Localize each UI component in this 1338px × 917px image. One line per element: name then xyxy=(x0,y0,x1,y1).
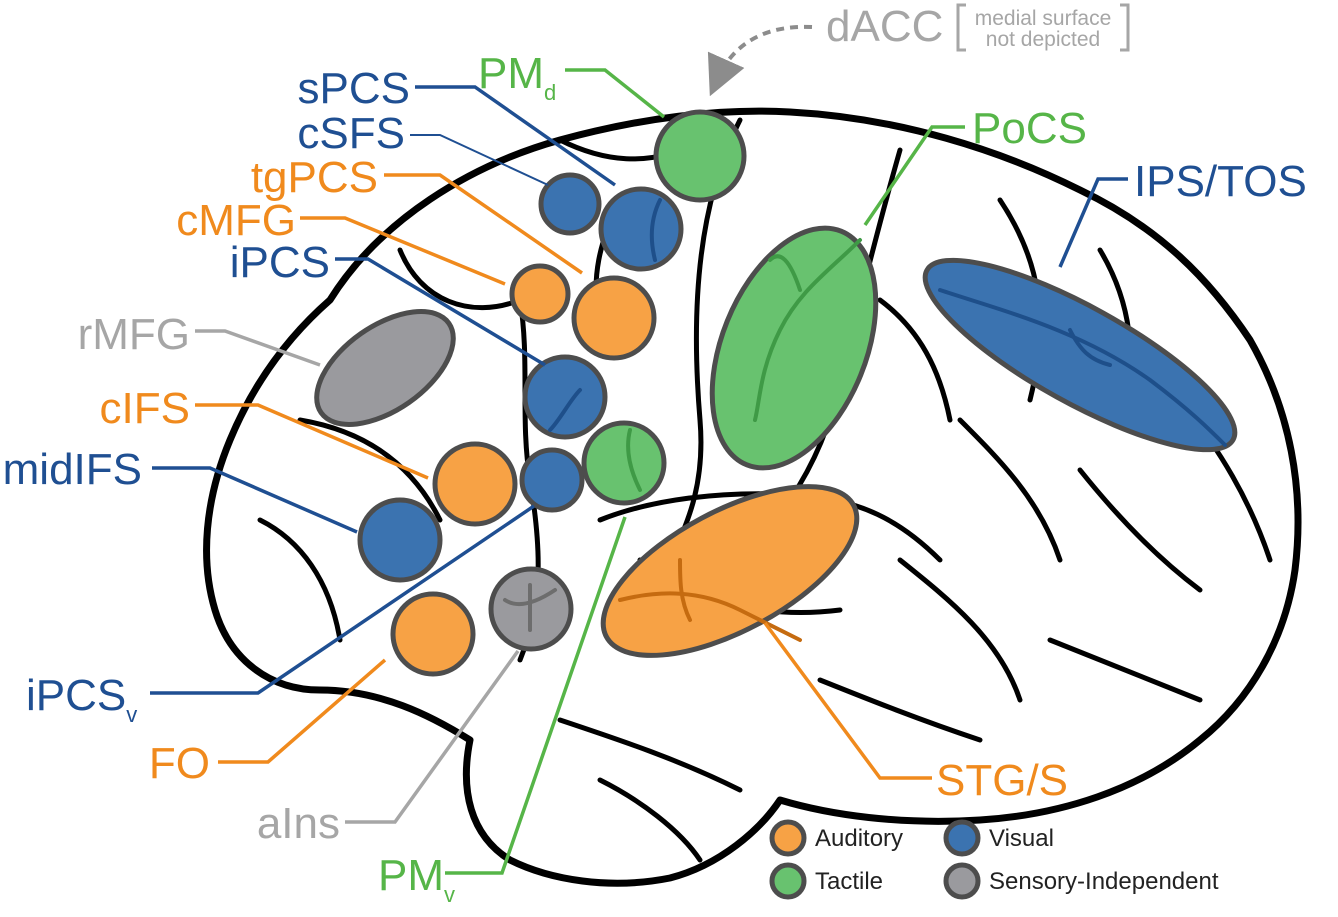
legend-sensory-independent-swatch xyxy=(943,862,981,900)
legend-tactile-swatch xyxy=(769,862,807,900)
legend-visual-swatch xyxy=(943,819,981,857)
tgpcs-region xyxy=(571,275,657,361)
label-dacc: dACC xyxy=(826,2,943,51)
stg-s-region xyxy=(600,484,860,658)
fo-region xyxy=(390,591,476,677)
spcs-region xyxy=(598,186,684,272)
legend-auditory-label: Auditory xyxy=(815,825,903,852)
legend-sensory-independent-label: Sensory-Independent xyxy=(989,868,1219,895)
label-rmfg: rMFG xyxy=(78,310,190,359)
label-tgpcs: tgPCS xyxy=(251,153,378,202)
pmv-region xyxy=(581,420,667,506)
label-cifs: cIFS xyxy=(100,384,190,433)
pocs-region xyxy=(709,225,879,471)
label-spcs: sPCS xyxy=(298,64,410,113)
label-csfs: cSFS xyxy=(297,109,405,158)
label-cmfg: cMFG xyxy=(176,196,296,245)
pmd-region xyxy=(653,109,747,203)
label-ains: aIns xyxy=(257,799,340,848)
csfs-region xyxy=(538,172,602,236)
medial-note-line2: not depicted xyxy=(986,28,1100,51)
roi-sulci xyxy=(503,198,1227,642)
label-ipcs: iPCS xyxy=(230,238,330,287)
legend-visual-label: Visual xyxy=(989,825,1054,852)
medial-note: medial surface not depicted xyxy=(956,3,1130,52)
label-pmd: PMd xyxy=(478,49,556,105)
legend: Auditory Visual Tactile Sensory-Independ… xyxy=(769,819,1219,900)
label-ipcsv: iPCSv xyxy=(26,671,137,727)
label-midifs: midIFS xyxy=(3,445,142,494)
ipcsv-region xyxy=(519,447,585,513)
label-pmv: PMv xyxy=(378,851,455,907)
ipcs-region xyxy=(522,354,608,440)
cmfg-region xyxy=(509,263,571,325)
leader-lines xyxy=(150,68,1128,875)
legend-tactile-label: Tactile xyxy=(815,868,883,895)
rmfg-region xyxy=(314,309,456,427)
cifs-region xyxy=(432,441,518,527)
label-stg-s: STG/S xyxy=(936,756,1068,805)
legend-auditory-swatch xyxy=(769,819,807,857)
label-ips-tos: IPS/TOS xyxy=(1134,157,1307,206)
dacc-arrow xyxy=(707,24,813,97)
medial-note-line1: medial surface xyxy=(975,7,1112,30)
midifs-region xyxy=(357,497,443,583)
label-fo: FO xyxy=(149,739,210,788)
ips-tos-region xyxy=(922,257,1238,453)
label-pocs: PoCS xyxy=(972,104,1087,153)
